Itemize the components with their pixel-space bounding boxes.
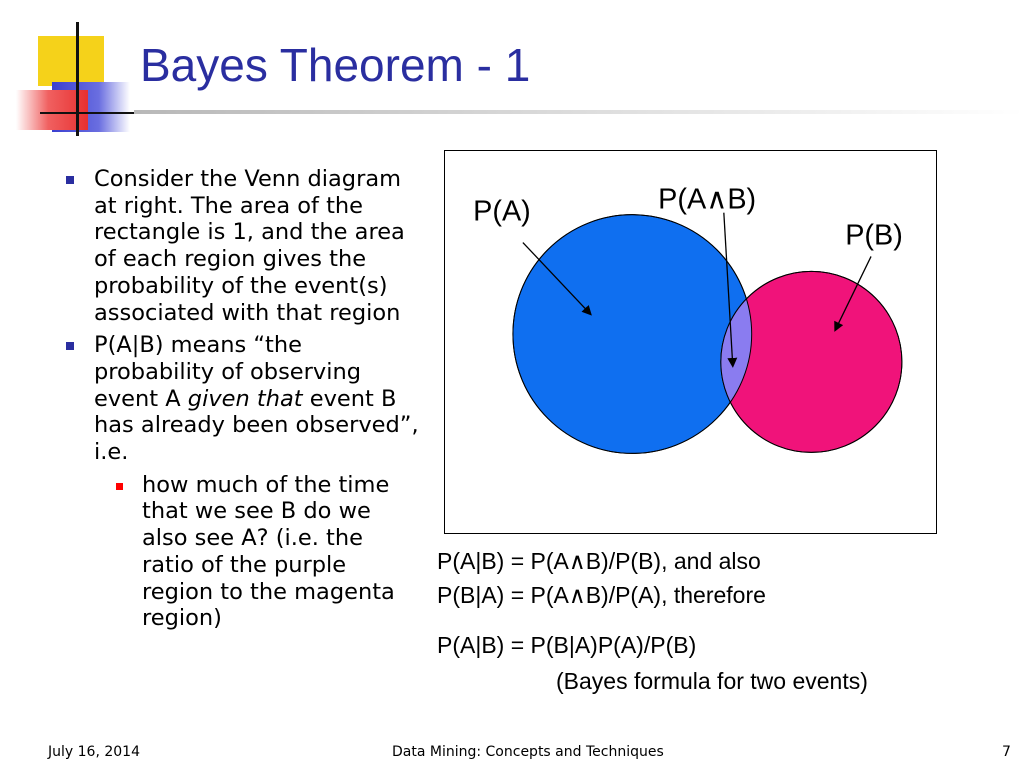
- bullet-list: Consider the Venn diagram at right. The …: [60, 166, 420, 632]
- circle-a-outline: [512, 214, 753, 454]
- label-p-b: P(B): [845, 220, 903, 252]
- footer-date: July 16, 2014: [48, 744, 140, 760]
- arrow-p-a-and-b: [723, 212, 738, 368]
- bullet-marker: [66, 342, 74, 351]
- slide-logo: [0, 0, 140, 140]
- bullet-venn-explanation: Consider the Venn diagram at right. The …: [60, 166, 420, 326]
- formula-1: P(A|B) = P(A∧B)/P(B), and also: [437, 548, 761, 574]
- label-p-a: P(A): [473, 196, 531, 228]
- sub-bullet-ratio: how much of the time that we see B do we…: [60, 472, 420, 632]
- formula-3: P(A|B) = P(B|A)P(A)/P(B): [437, 632, 697, 658]
- venn-svg: P(A) P(A∧B) P(B): [473, 184, 903, 454]
- logo-vertical-line: [76, 22, 79, 136]
- logo-yellow-square: [38, 36, 104, 86]
- bullet-marker: [66, 176, 74, 184]
- title-underline: [134, 110, 1024, 114]
- footer-page-number: 7: [1002, 744, 1011, 760]
- bullet-conditional-definition: P(A|B) means “the probability of observi…: [60, 332, 420, 466]
- logo-horizontal-line: [40, 112, 140, 114]
- label-p-a-and-b: P(A∧B): [658, 184, 756, 216]
- arrow-p-a: [522, 242, 592, 316]
- formula-2: P(B|A) = P(A∧B)/P(A), therefore: [437, 582, 766, 608]
- circle-a: [512, 214, 753, 454]
- venn-diagram: P(A) P(A∧B) P(B): [444, 150, 937, 534]
- arrow-p-b: [834, 256, 872, 332]
- bullet-text-pre: P(A|B) means “the probability of observi…: [94, 332, 362, 412]
- bullet-text-post: event B has already been observed”, i.e.: [94, 385, 419, 466]
- bullet-text-emphasis: given that: [187, 385, 303, 412]
- sub-bullet-text: how much of the time that we see B do we…: [142, 471, 395, 632]
- circle-b-outline: [720, 270, 903, 453]
- slide-title: Bayes Theorem - 1: [140, 39, 531, 91]
- formula-caption: (Bayes formula for two events): [556, 668, 868, 694]
- sub-bullet-marker: [116, 482, 123, 490]
- bullet-text: Consider the Venn diagram at right. The …: [94, 166, 405, 326]
- footer-title: Data Mining: Concepts and Techniques: [392, 744, 664, 760]
